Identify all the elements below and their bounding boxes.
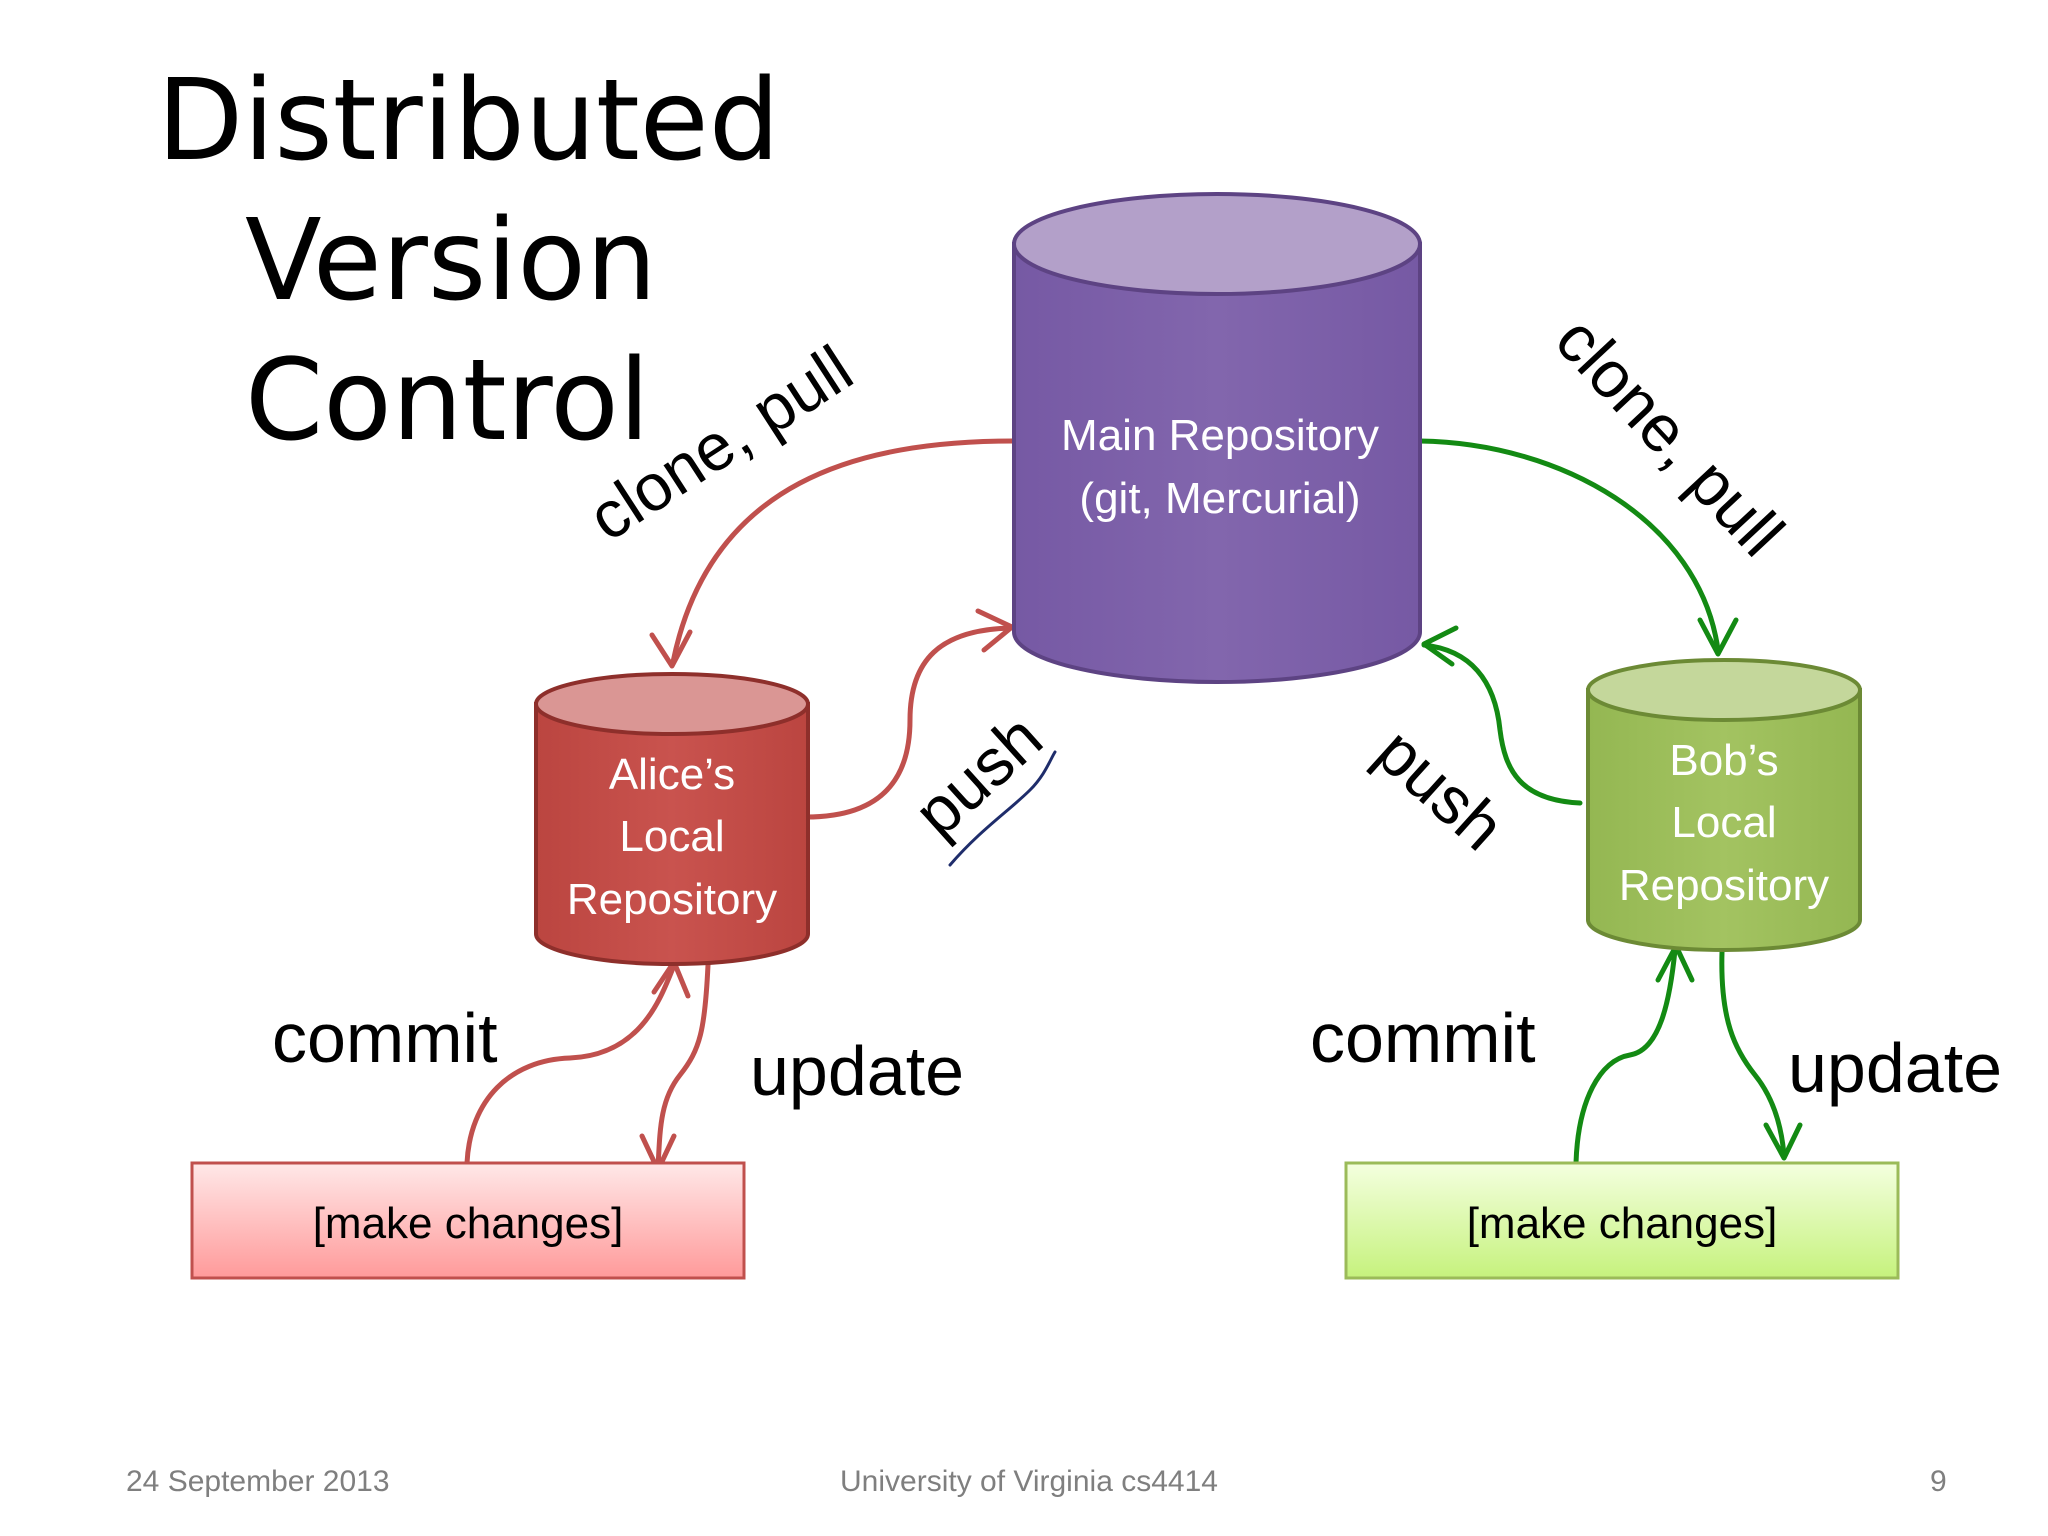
bob-repository-label-3: Repository (1619, 861, 1829, 910)
main-repository-label: Main Repository (1061, 411, 1379, 460)
title-line-2: Version (245, 196, 657, 326)
commit-left-label: commit (272, 999, 498, 1077)
clone-pull-right-label: clone, pull (1542, 302, 1799, 570)
title-line-3: Control (245, 336, 650, 466)
commit-right-arrow (1573, 943, 1695, 1166)
bob-repository-cylinder-icon (1586, 658, 1862, 952)
clone-pull-right-arrow (1417, 438, 1739, 657)
commit-right-label: commit (1310, 999, 1536, 1077)
commit-left-arrow (464, 959, 691, 1166)
bob-make-changes-label: [make changes] (1467, 1199, 1778, 1248)
bob-make-changes-box (1344, 1161, 1900, 1280)
update-right-arrow (1719, 949, 1803, 1161)
bob-repository-label-1: Bob’s (1669, 736, 1778, 785)
bob-repository-label-2: Local (1671, 798, 1776, 847)
alice-make-changes-box (190, 1161, 746, 1280)
main-repository-sublabel: (git, Mercurial) (1079, 474, 1360, 523)
alice-repository-label-1: Alice’s (609, 750, 735, 799)
footer-course: University of Virginia cs4414 (840, 1465, 1218, 1498)
push-right-arrow (1421, 625, 1583, 806)
push-right-label: push (1363, 713, 1519, 864)
update-left-label: update (750, 1032, 964, 1110)
update-left-arrow (639, 962, 711, 1173)
ink-underline (948, 750, 1057, 867)
update-right-label: update (1788, 1029, 2002, 1107)
push-left-label: push (900, 700, 1056, 851)
main-repository-cylinder-icon (1012, 192, 1422, 684)
clone-pull-left-arrow (649, 438, 1017, 669)
alice-make-changes-label: [make changes] (313, 1199, 624, 1248)
alice-repository-cylinder-icon (534, 672, 810, 966)
alice-repository-label-3: Repository (567, 875, 777, 924)
alice-repository-label-2: Local (619, 812, 724, 861)
footer-page-number: 9 (1930, 1465, 1947, 1498)
footer-date: 24 September 2013 (126, 1465, 390, 1498)
title-line-1: Distributed (157, 56, 780, 186)
clone-pull-left-label: clone, pull (575, 331, 865, 555)
